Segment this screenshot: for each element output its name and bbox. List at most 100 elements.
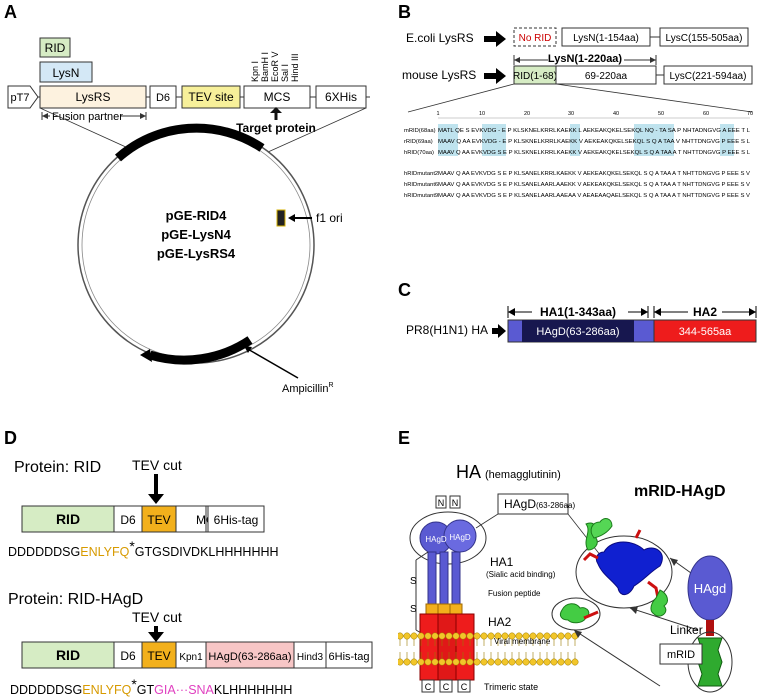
trimeric-state-label: Trimeric state bbox=[484, 682, 538, 692]
ruler-50: 50 bbox=[658, 111, 664, 117]
lysrs-box bbox=[39, 85, 147, 109]
panel-a-diagram: RID LysN pT7 LysRS D6 TEV site MCS 6XHis… bbox=[7, 37, 370, 395]
protein-rid-title: Protein: RID bbox=[14, 459, 101, 476]
hind3-label: Hind3 bbox=[297, 652, 324, 663]
f1-ori-marker bbox=[276, 209, 286, 227]
fusion-peptide-label: Fusion peptide bbox=[488, 589, 541, 598]
lipid-head bbox=[550, 658, 558, 666]
lipid-head bbox=[459, 632, 467, 640]
d6-label-a: D6 bbox=[156, 92, 170, 104]
lipid-head bbox=[529, 658, 537, 666]
rid-box-d2 bbox=[21, 641, 115, 669]
ampicillin-label: AmpicillinR bbox=[282, 382, 334, 395]
lysrs-label: LysRS bbox=[76, 90, 111, 104]
pt7-arrow bbox=[7, 85, 39, 109]
hind3-box bbox=[293, 641, 327, 669]
lipid-head bbox=[431, 632, 439, 640]
f1-ori-label: f1 ori bbox=[316, 211, 343, 225]
c-label-1: C bbox=[425, 682, 432, 692]
c-box-2 bbox=[439, 679, 453, 693]
tev-site-label: TEV site bbox=[188, 90, 234, 104]
linker-label: Linker bbox=[670, 623, 703, 637]
panel-label-d: D bbox=[4, 428, 17, 448]
linker-bar bbox=[706, 620, 714, 636]
lipid-head bbox=[480, 632, 488, 640]
lipid-head bbox=[536, 658, 544, 666]
ha1-sub-label: (Sialic acid binding) bbox=[486, 570, 556, 579]
lipid-head bbox=[515, 632, 523, 640]
ha2-stalk-2 bbox=[437, 613, 457, 681]
lipid-head bbox=[438, 658, 446, 666]
site-bamh: BamH I bbox=[260, 52, 270, 82]
mutant-name-6: hRIDmutant6 bbox=[404, 182, 438, 188]
hagd-head-label-1: HAgD bbox=[425, 535, 447, 544]
s-label-2: S bbox=[410, 604, 417, 615]
mrid-blob-small bbox=[559, 603, 590, 624]
lipid-head bbox=[403, 632, 411, 640]
mutant-name-9: hRIDmutant9 bbox=[404, 193, 438, 199]
lipid-head bbox=[417, 632, 425, 640]
ruler-1: 1 bbox=[436, 111, 439, 117]
no-rid-label: No RID bbox=[519, 33, 552, 44]
mutant-seq-2: MAAV Q AA EVKVDG S E P KLSANELKRRLKAEKK … bbox=[438, 171, 750, 177]
ha2-stalk-1 bbox=[419, 613, 439, 681]
ruler-30: 30 bbox=[568, 111, 574, 117]
ecoli-arrow bbox=[484, 31, 506, 47]
ruler-40: 40 bbox=[613, 111, 619, 117]
lipid-head bbox=[410, 658, 418, 666]
mutant-seq-6: MAAV Q AA EVKVDG S E P KLSANELAARLAAEKK … bbox=[438, 182, 750, 188]
ruler-10: 10 bbox=[479, 111, 485, 117]
plasmid-name-rid: pGE-RID4 bbox=[166, 208, 227, 223]
rid-box-a bbox=[39, 37, 71, 58]
alignment-ruler: 1 10 20 30 40 50 60 70 bbox=[436, 111, 753, 117]
tev-box-d1 bbox=[141, 505, 177, 533]
ruler-60: 60 bbox=[703, 111, 709, 117]
his-box-d2 bbox=[325, 641, 373, 669]
mrid-hagd-structure bbox=[582, 518, 668, 617]
tev-site-box bbox=[181, 85, 241, 109]
lipid-head bbox=[466, 632, 474, 640]
restriction-sites: Kpn I BamH I EcoR V Sal I Hind III bbox=[250, 51, 300, 82]
s-label-1: S bbox=[410, 576, 417, 587]
his-label-a: 6XHis bbox=[325, 90, 357, 104]
ha1-span-label: HA1(1-343aa) bbox=[540, 305, 616, 319]
panel-e-diagram: HA(hemagglutinin) HAgD(63-286aa) N N HAg… bbox=[398, 462, 733, 693]
ha2-stalk-3 bbox=[455, 613, 475, 681]
lipid-head bbox=[494, 632, 502, 640]
no-rid-box bbox=[513, 27, 557, 47]
hagd-cartoon-label: HAgd bbox=[694, 581, 727, 596]
lysn-label-a: LysN bbox=[53, 66, 80, 80]
hagd-bar bbox=[522, 320, 634, 342]
tev-box-d2 bbox=[141, 641, 177, 669]
n-label-1: N bbox=[438, 498, 445, 508]
lipid-head bbox=[522, 632, 530, 640]
lipid-head bbox=[417, 658, 425, 666]
align-highlight bbox=[482, 124, 506, 156]
his-box-d1 bbox=[207, 505, 265, 533]
lipid-head bbox=[445, 632, 453, 640]
d6-label-d1: D6 bbox=[120, 513, 136, 527]
site-hind: Hind III bbox=[290, 53, 300, 82]
pr8-arrow bbox=[492, 324, 506, 338]
mcs-gap-d1 bbox=[175, 505, 207, 533]
tev-label-d2: TEV bbox=[147, 649, 170, 663]
lipid-head bbox=[480, 658, 488, 666]
lipid-head bbox=[508, 632, 516, 640]
his-label-d1: 6His-tag bbox=[214, 513, 259, 527]
n-box-1 bbox=[435, 495, 447, 509]
plasmid-circle bbox=[77, 126, 315, 364]
lipid-head bbox=[508, 658, 516, 666]
n-label-2: N bbox=[452, 498, 459, 508]
lipid-head bbox=[501, 632, 509, 640]
kpn1-label: Kpn1 bbox=[179, 652, 203, 663]
mouse-lysrs-label: mouse LysRS bbox=[402, 68, 476, 82]
lipid-head bbox=[424, 632, 432, 640]
lipid-head bbox=[452, 632, 460, 640]
align-highlight bbox=[438, 124, 458, 156]
c-box-3 bbox=[457, 679, 471, 693]
align-seq-hrid: MAAV Q AA EVKVDG S E P KLSKNELKRRLKAEKK … bbox=[438, 150, 750, 156]
plasmid-name-lysrs: pGE-LysRS4 bbox=[157, 246, 236, 261]
seq-rid-hagd: DDDDDDSGENLYFQ*GTGIA···SNAKLHHHHHHH bbox=[10, 676, 292, 697]
mutant-seq-9: MAAV Q AA EVKVDG S E P KLSANELAARLAAEAA … bbox=[438, 193, 750, 199]
ecoli-lysrs-label: E.coli LysRS bbox=[406, 31, 474, 45]
